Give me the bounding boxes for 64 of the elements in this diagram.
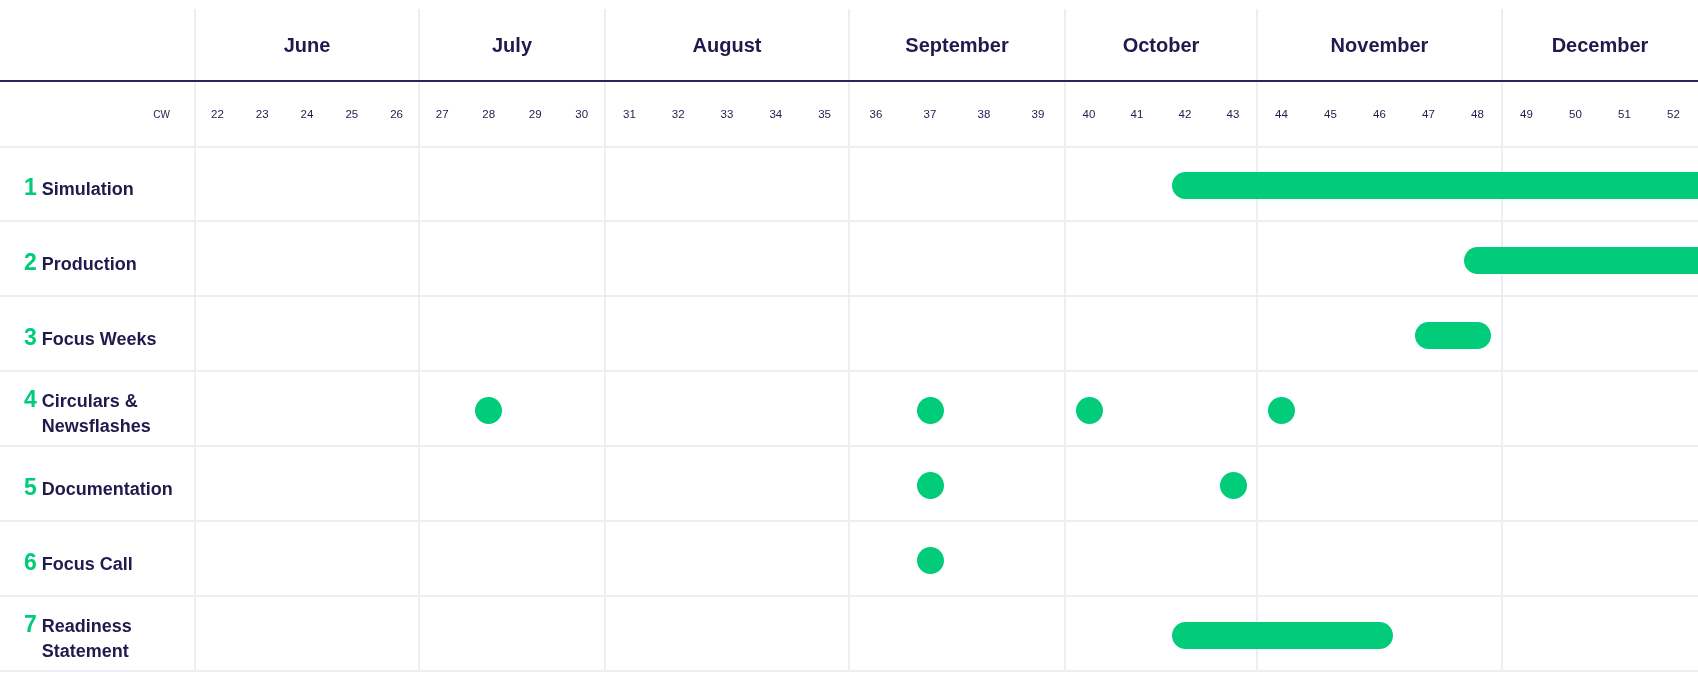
week-number: 41 (1130, 107, 1144, 121)
duration-bar (1171, 172, 1698, 199)
week-number: 28 (482, 107, 496, 121)
column-heading: CW (153, 107, 170, 121)
week-number: 33 (720, 107, 734, 121)
duration-bar (1464, 247, 1698, 274)
week-number: 22 (211, 107, 224, 121)
task-label: Focus Call (41, 552, 134, 575)
week-number: 40 (1082, 107, 1096, 121)
week-number: 39 (1031, 107, 1045, 121)
week-number: 30 (575, 107, 589, 121)
month-label: November (1330, 33, 1429, 57)
week-number: 36 (869, 107, 883, 121)
week-number: 23 (255, 107, 269, 121)
week-number: 48 (1471, 107, 1484, 121)
task-label: Focus Weeks (41, 327, 158, 350)
week-number: 51 (1618, 107, 1631, 121)
milestone-dot (475, 397, 503, 424)
week-number: 52 (1667, 107, 1680, 121)
milestone-dot (1075, 397, 1103, 424)
week-number: 44 (1275, 107, 1288, 121)
milestone-dot (1219, 472, 1247, 499)
row-number: 2 (24, 249, 37, 274)
week-number: 35 (818, 107, 831, 121)
duration-bar (1171, 622, 1393, 649)
month-label: December (1551, 33, 1649, 57)
duration-bar (1415, 322, 1491, 349)
row-number: 3 (24, 324, 37, 349)
task-label: Readiness Statement (41, 614, 133, 663)
week-number: 42 (1178, 107, 1192, 121)
week-number: 47 (1422, 107, 1435, 121)
row-number: 6 (24, 549, 37, 574)
milestone-dot (916, 397, 944, 424)
week-number: 25 (345, 107, 359, 121)
week-number: 38 (977, 107, 991, 121)
week-number: 45 (1324, 107, 1337, 121)
month-label: July (492, 33, 532, 57)
milestone-dot (916, 547, 944, 574)
task-label: Simulation (41, 177, 135, 200)
week-number: 50 (1569, 107, 1582, 121)
week-number: 46 (1373, 107, 1386, 121)
week-number: 26 (390, 107, 403, 121)
week-number: 24 (300, 107, 314, 121)
week-number: 29 (528, 107, 542, 121)
milestone-dot (916, 472, 944, 499)
task-label: Circulars & Newsflashes (41, 389, 152, 438)
week-number: 49 (1520, 107, 1533, 121)
row-number: 5 (24, 474, 37, 499)
month-label: October (1122, 33, 1200, 57)
month-label: September (905, 33, 1009, 57)
week-number: 43 (1226, 107, 1240, 121)
milestone-dot (1268, 397, 1295, 424)
week-number: 34 (769, 107, 783, 121)
week-number: 31 (623, 107, 636, 121)
week-number: 27 (435, 107, 449, 121)
row-number: 4 (24, 386, 37, 412)
row-number: 7 (24, 611, 37, 637)
task-label: Documentation (41, 477, 174, 500)
week-number: 32 (671, 107, 685, 121)
row-number: 1 (24, 174, 37, 199)
month-label: August (692, 33, 762, 57)
week-number: 37 (923, 107, 937, 121)
task-label: Production (41, 252, 138, 275)
month-label: June (283, 33, 331, 57)
